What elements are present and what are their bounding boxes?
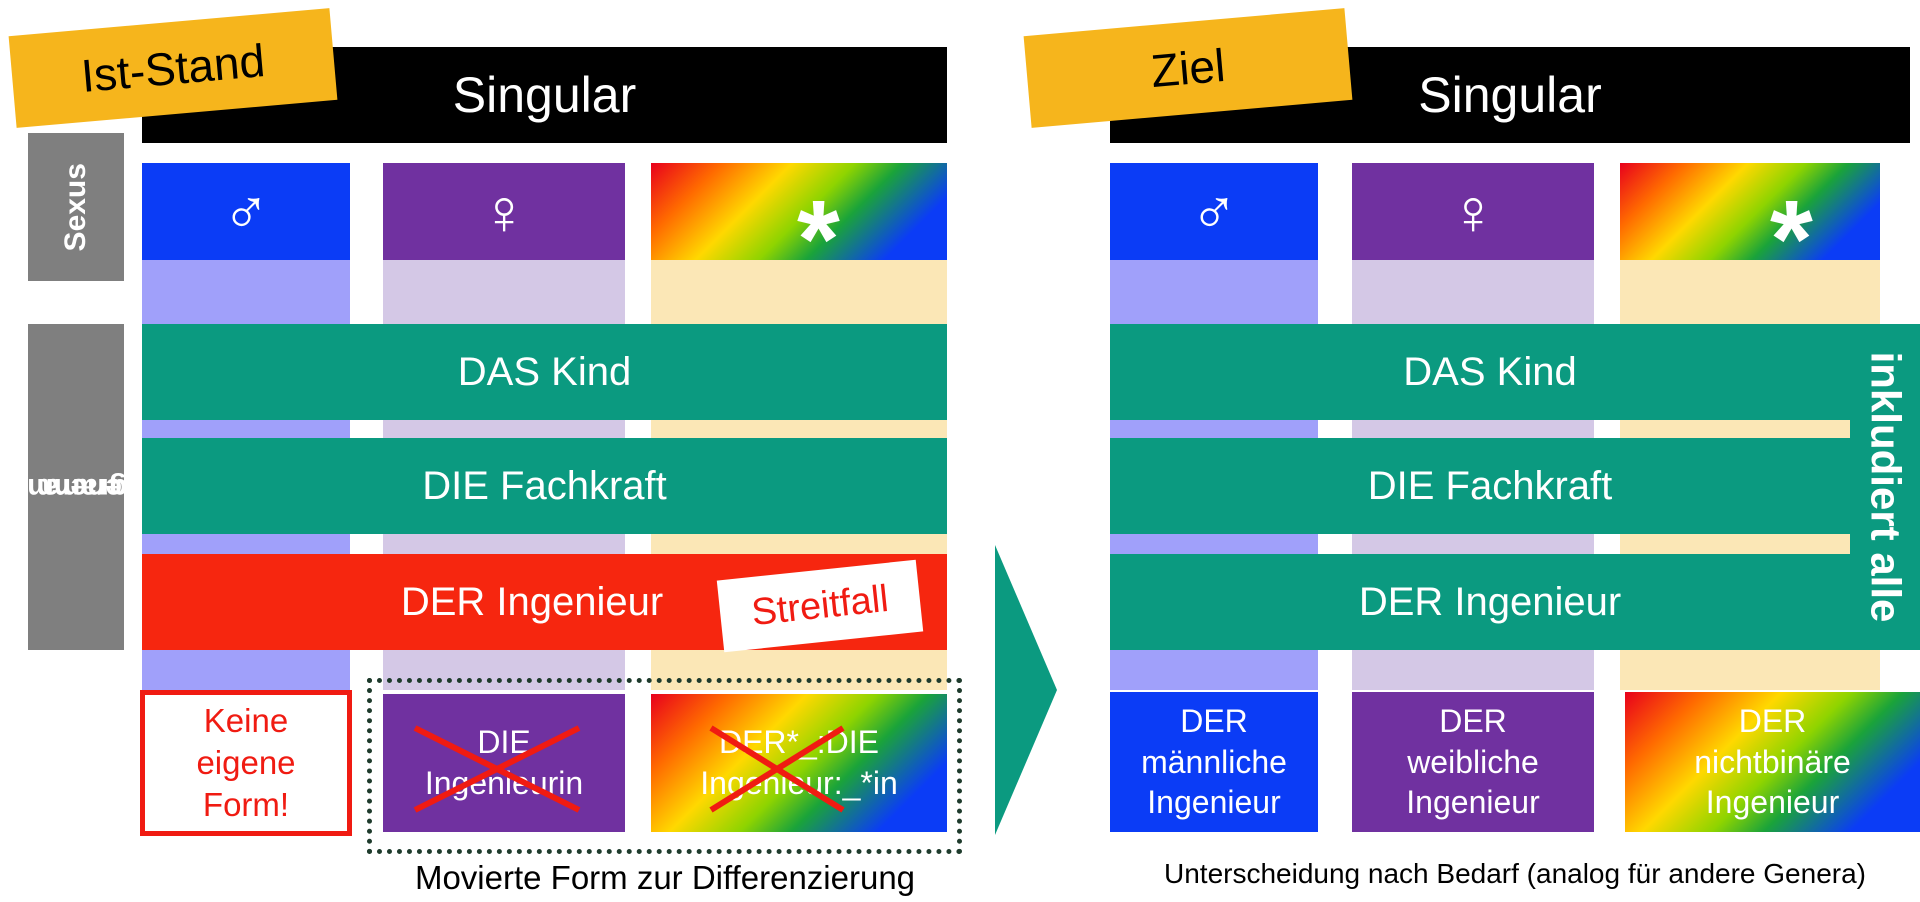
left-diverse-block: * [651,163,947,295]
keine-line2: eigene [196,743,296,781]
female-symbol-icon: ♀ [1449,175,1497,248]
left-row-die-fachkraft: DIE Fachkraft [142,438,947,534]
right-row-die-fachkraft: DIE Fachkraft [1110,438,1910,534]
left-caption: Movierte Form zur Differenzierung [414,859,916,896]
movierte-form-bracket [367,678,962,854]
right-male-form-box: DER männliche Ingenieur [1110,692,1318,832]
left-diverse-form-box: DER*_:DIE Ingenieur:_*in [651,694,947,832]
sexus-label-text: Sexus [58,162,92,252]
female-form-line3: Ingenieur [1406,784,1540,821]
right-diverse-form-box: DER nichtbinäre Ingenieur [1625,692,1920,832]
sexus-label: Sexus [28,133,124,281]
right-row-das-kind: DAS Kind [1110,324,1910,420]
keine-eigene-form-box: Keine eigene Form! [140,690,352,836]
diverse-form-line3: Ingenieur [1705,784,1840,821]
right-panel: Singular Ziel ♂ ♀ * DAS Kind DIE Fachkra… [1023,0,1920,902]
right-row-das-kind-label: DAS Kind [1403,349,1577,394]
male-form-line1: DER [1180,702,1248,739]
left-female-form-box: DIE Ingenieurin [383,694,625,832]
diverse-form-line1: DER [1738,702,1807,739]
genera-label: Drei grammatische Genera [0,324,194,650]
male-symbol-icon: ♂ [222,175,270,248]
female-form-line1: DER [1439,702,1507,739]
right-diverse-block: * [1620,163,1880,295]
left-female-block: ♀ [383,163,625,260]
right-row-der-ingenieur: DER Ingenieur [1110,554,1910,650]
left-row-der-ingenieur-label: DER Ingenieur [400,579,664,624]
right-row-die-fachkraft-label: DIE Fachkraft [1367,463,1613,508]
right-male-block: ♂ [1110,163,1318,260]
male-form-line2: männliche [1141,743,1287,780]
inkludiert-alle-label: inkludiert alle [1862,351,1909,623]
female-form-line2: weibliche [1407,743,1539,780]
right-caption: Unterscheidung nach Bedarf (analog für a… [1164,858,1866,889]
right-row-der-ingenieur-label: DER Ingenieur [1358,579,1622,624]
diverse-star-icon: * [797,178,840,301]
right-female-form-box: DER weibliche Ingenieur [1352,692,1594,832]
male-symbol-icon: ♂ [1190,175,1238,248]
left-male-block: ♂ [142,163,350,260]
keine-line3: Form! [202,786,290,824]
right-female-block: ♀ [1352,163,1594,260]
keine-line1: Keine [203,701,289,739]
diverse-form-line2: nichtbinäre [1694,743,1851,780]
inkludiert-alle-bar: inkludiert alle [1850,324,1920,650]
transition-arrow-icon [995,545,1057,835]
male-form-line3: Ingenieur [1147,784,1281,821]
genera-label-text: Drei grammatische Genera [0,352,194,622]
female-symbol-icon: ♀ [480,175,528,248]
cross-out-icon [709,725,845,813]
left-row-das-kind: DAS Kind [142,324,947,420]
cross-out-icon [413,725,581,813]
left-panel: Singular Ist-Stand Sexus Drei grammatisc… [0,8,962,896]
diverse-star-icon: * [1770,178,1813,301]
